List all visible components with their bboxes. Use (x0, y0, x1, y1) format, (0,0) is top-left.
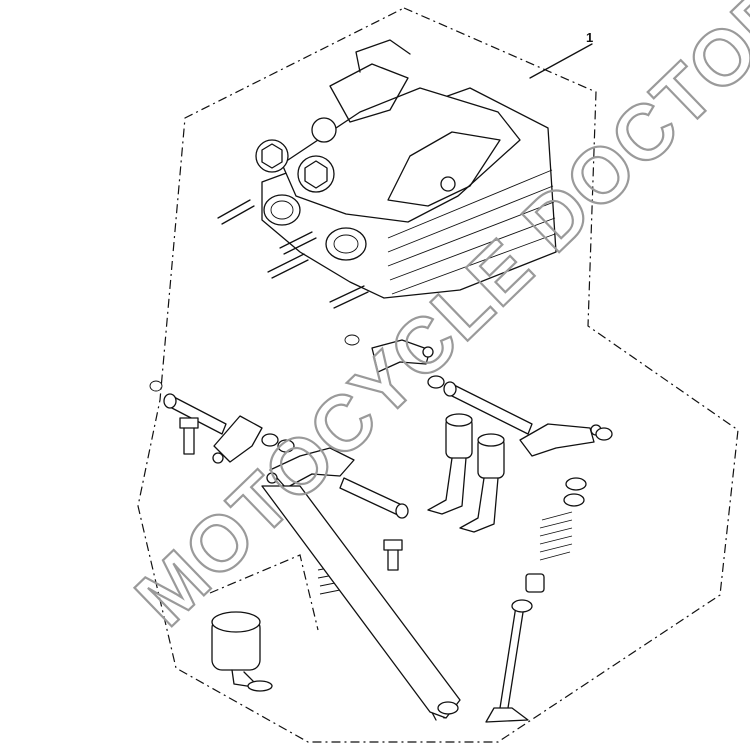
cylinder-head (217, 39, 557, 309)
o-ring (261, 433, 279, 447)
bolt (383, 539, 403, 571)
valve-stem-seal (511, 573, 545, 613)
rocker-arm (519, 423, 602, 457)
rocker-shaft (443, 381, 533, 435)
o-ring (595, 427, 613, 441)
o-ring (427, 375, 445, 389)
cap-nut (255, 139, 289, 173)
tappet (211, 611, 273, 692)
stud (329, 285, 369, 309)
assembly-boundary (137, 7, 739, 743)
o-ring (344, 334, 360, 346)
rocker-arm (212, 415, 263, 464)
o-ring (149, 380, 163, 392)
rocker-shaft (163, 393, 227, 435)
callout-leader (529, 43, 593, 79)
rocker-arm (371, 339, 434, 373)
rocker-shaft (339, 477, 409, 519)
tappet (427, 413, 473, 515)
cap-nut (297, 155, 335, 193)
valve-spring (539, 511, 573, 561)
bolt (179, 417, 199, 455)
tappet (459, 433, 505, 533)
valve (485, 605, 529, 723)
stud (279, 231, 317, 255)
stud (217, 199, 255, 225)
stud (267, 253, 309, 279)
o-ring (277, 439, 295, 453)
valve-spring-collar (563, 477, 587, 507)
cam-chain-guide (261, 485, 461, 719)
lower-group-bracket (209, 554, 319, 631)
callout-1: 1 (586, 30, 593, 45)
